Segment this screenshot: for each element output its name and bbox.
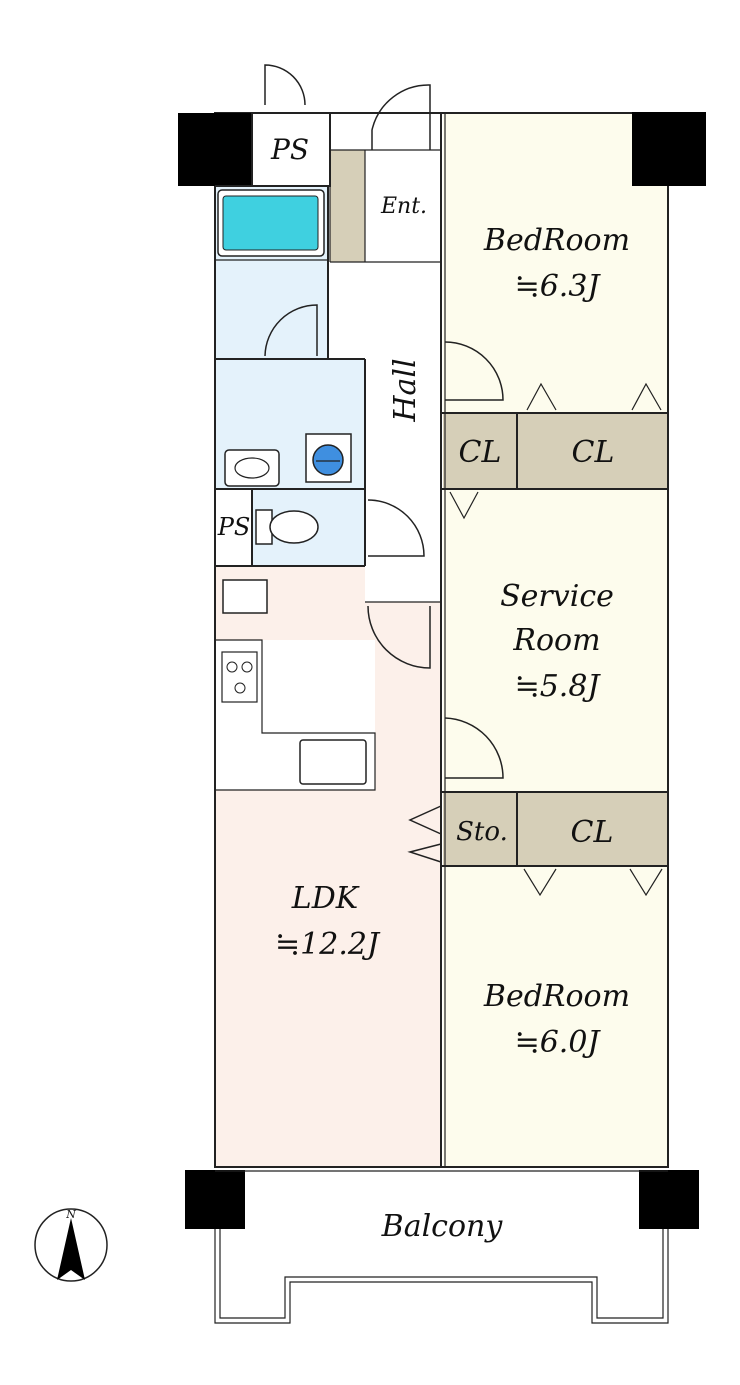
- pillar-bottom-right: [639, 1170, 699, 1229]
- shoe-cabinet: [330, 150, 365, 262]
- kitchen-counter-outline: [215, 639, 376, 791]
- balcony-outline-inner: [219, 1229, 664, 1319]
- ps-top-label: PS: [270, 133, 309, 166]
- closet-3-area: [517, 792, 668, 866]
- entrance-label: Ent.: [380, 194, 427, 219]
- burner-3: [234, 682, 246, 694]
- balcony-outline: [214, 1229, 669, 1324]
- toilet-bowl: [269, 510, 319, 544]
- closet-door-marker[interactable]: [629, 868, 663, 897]
- pillar-bottom-left: [185, 1170, 245, 1229]
- ldk-door[interactable]: [367, 605, 431, 669]
- entrance-door[interactable]: [371, 84, 431, 150]
- compass-needle-icon: [57, 1218, 85, 1280]
- bedroom2-name: BedRoom: [483, 979, 630, 1014]
- bedroom1-door[interactable]: [444, 341, 504, 401]
- bedroom1-size: ≒6.3J: [515, 269, 602, 304]
- storage-label: Sto.: [456, 817, 508, 847]
- closet-door-marker[interactable]: [523, 868, 557, 897]
- bedroom2-size: ≒6.0J: [515, 1025, 602, 1060]
- burner-2: [241, 661, 253, 673]
- service-room-door[interactable]: [444, 717, 504, 779]
- closet2-label: CL: [572, 435, 615, 470]
- bath-door[interactable]: [264, 304, 318, 357]
- closet-2-area: [517, 413, 668, 489]
- bedroom1-name: BedRoom: [483, 223, 630, 258]
- burner-1: [226, 661, 238, 673]
- fridge: [222, 579, 268, 614]
- pillar-top-left: [178, 113, 252, 186]
- stove: [221, 651, 258, 703]
- ldk-size: ≒12.2J: [275, 927, 381, 962]
- bedroom-1-area: [443, 113, 668, 413]
- service-room-name-2: Room: [512, 623, 600, 658]
- storage-area: [443, 792, 517, 866]
- closet3-label: CL: [571, 815, 614, 850]
- ps-small-label: PS: [217, 513, 251, 541]
- service-room-area: [443, 489, 668, 792]
- bedroom-2-area: [443, 866, 668, 1167]
- ldk-name: LDK: [291, 881, 360, 916]
- wash-basin-bowl: [234, 457, 270, 479]
- balcony-label: Balcony: [381, 1209, 504, 1244]
- washing-machine-drum: [312, 444, 344, 476]
- ps-door[interactable]: [264, 64, 306, 106]
- service-room-size: ≒5.8J: [515, 669, 602, 704]
- hall-area: [365, 262, 441, 602]
- service-room-name-1: Service: [500, 579, 614, 614]
- closet-1-area: [443, 413, 517, 489]
- closet-door-marker[interactable]: [631, 382, 662, 411]
- closet-door-marker[interactable]: [526, 382, 557, 411]
- pillar-top-right: [632, 112, 706, 186]
- hall-label: Hall: [388, 358, 423, 422]
- closet-door-marker[interactable]: [449, 491, 479, 520]
- bathtub-water: [222, 195, 319, 251]
- storage-door[interactable]: [407, 805, 442, 863]
- kitchen-sink: [299, 739, 367, 785]
- toilet-door[interactable]: [367, 499, 425, 557]
- closet1-label: CL: [459, 435, 502, 470]
- compass-north-label: N: [65, 1208, 76, 1221]
